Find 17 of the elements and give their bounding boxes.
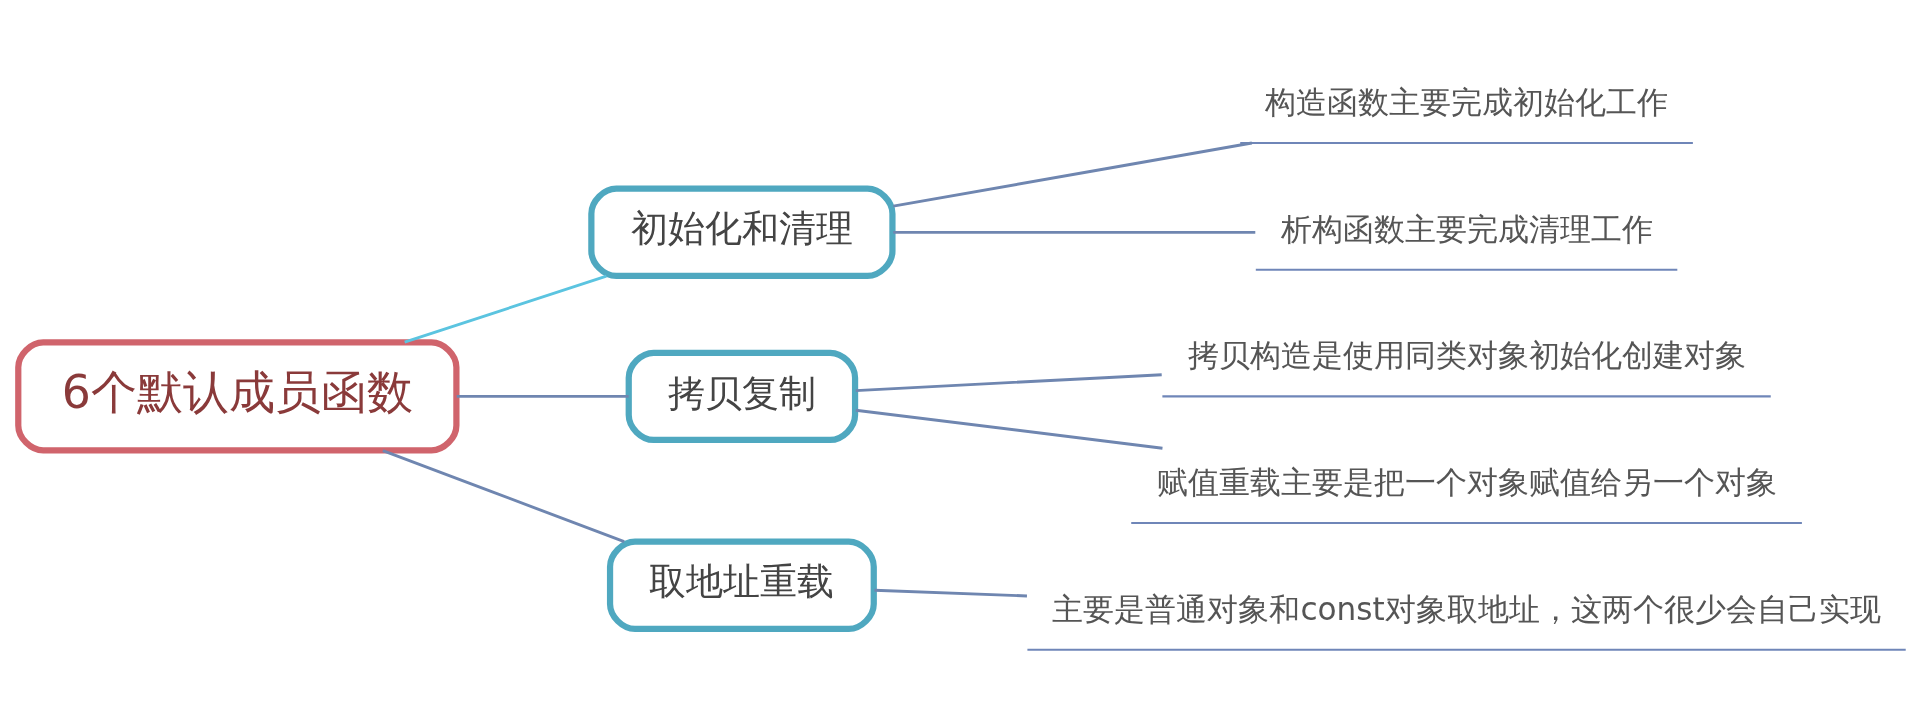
connector bbox=[873, 588, 1027, 598]
node-text: 析构函数主要完成清理工作 bbox=[1280, 210, 1653, 247]
connector bbox=[855, 408, 1163, 450]
connector bbox=[892, 141, 1252, 208]
node-text: 拷贝构造是使用同类对象初始化创建对象 bbox=[1187, 337, 1746, 374]
node-text: 主要是普通对象和const对象取地址，这两个很少会自己实现 bbox=[1051, 590, 1881, 627]
node-box: 取地址重载 bbox=[606, 538, 877, 633]
node-box: 拷贝复制 bbox=[625, 349, 858, 444]
node-text: 赋值重载主要是把一个对象赋值给另一个对象 bbox=[1156, 463, 1777, 500]
node-box: 初始化和清理 bbox=[587, 185, 896, 280]
node-box: 6个默认成员函数 bbox=[14, 339, 459, 454]
connector bbox=[403, 274, 607, 344]
connector bbox=[892, 230, 1255, 234]
connector bbox=[855, 373, 1162, 393]
node-text: 构造函数主要完成初始化工作 bbox=[1264, 83, 1668, 120]
connector bbox=[381, 449, 625, 544]
connector bbox=[456, 394, 629, 398]
